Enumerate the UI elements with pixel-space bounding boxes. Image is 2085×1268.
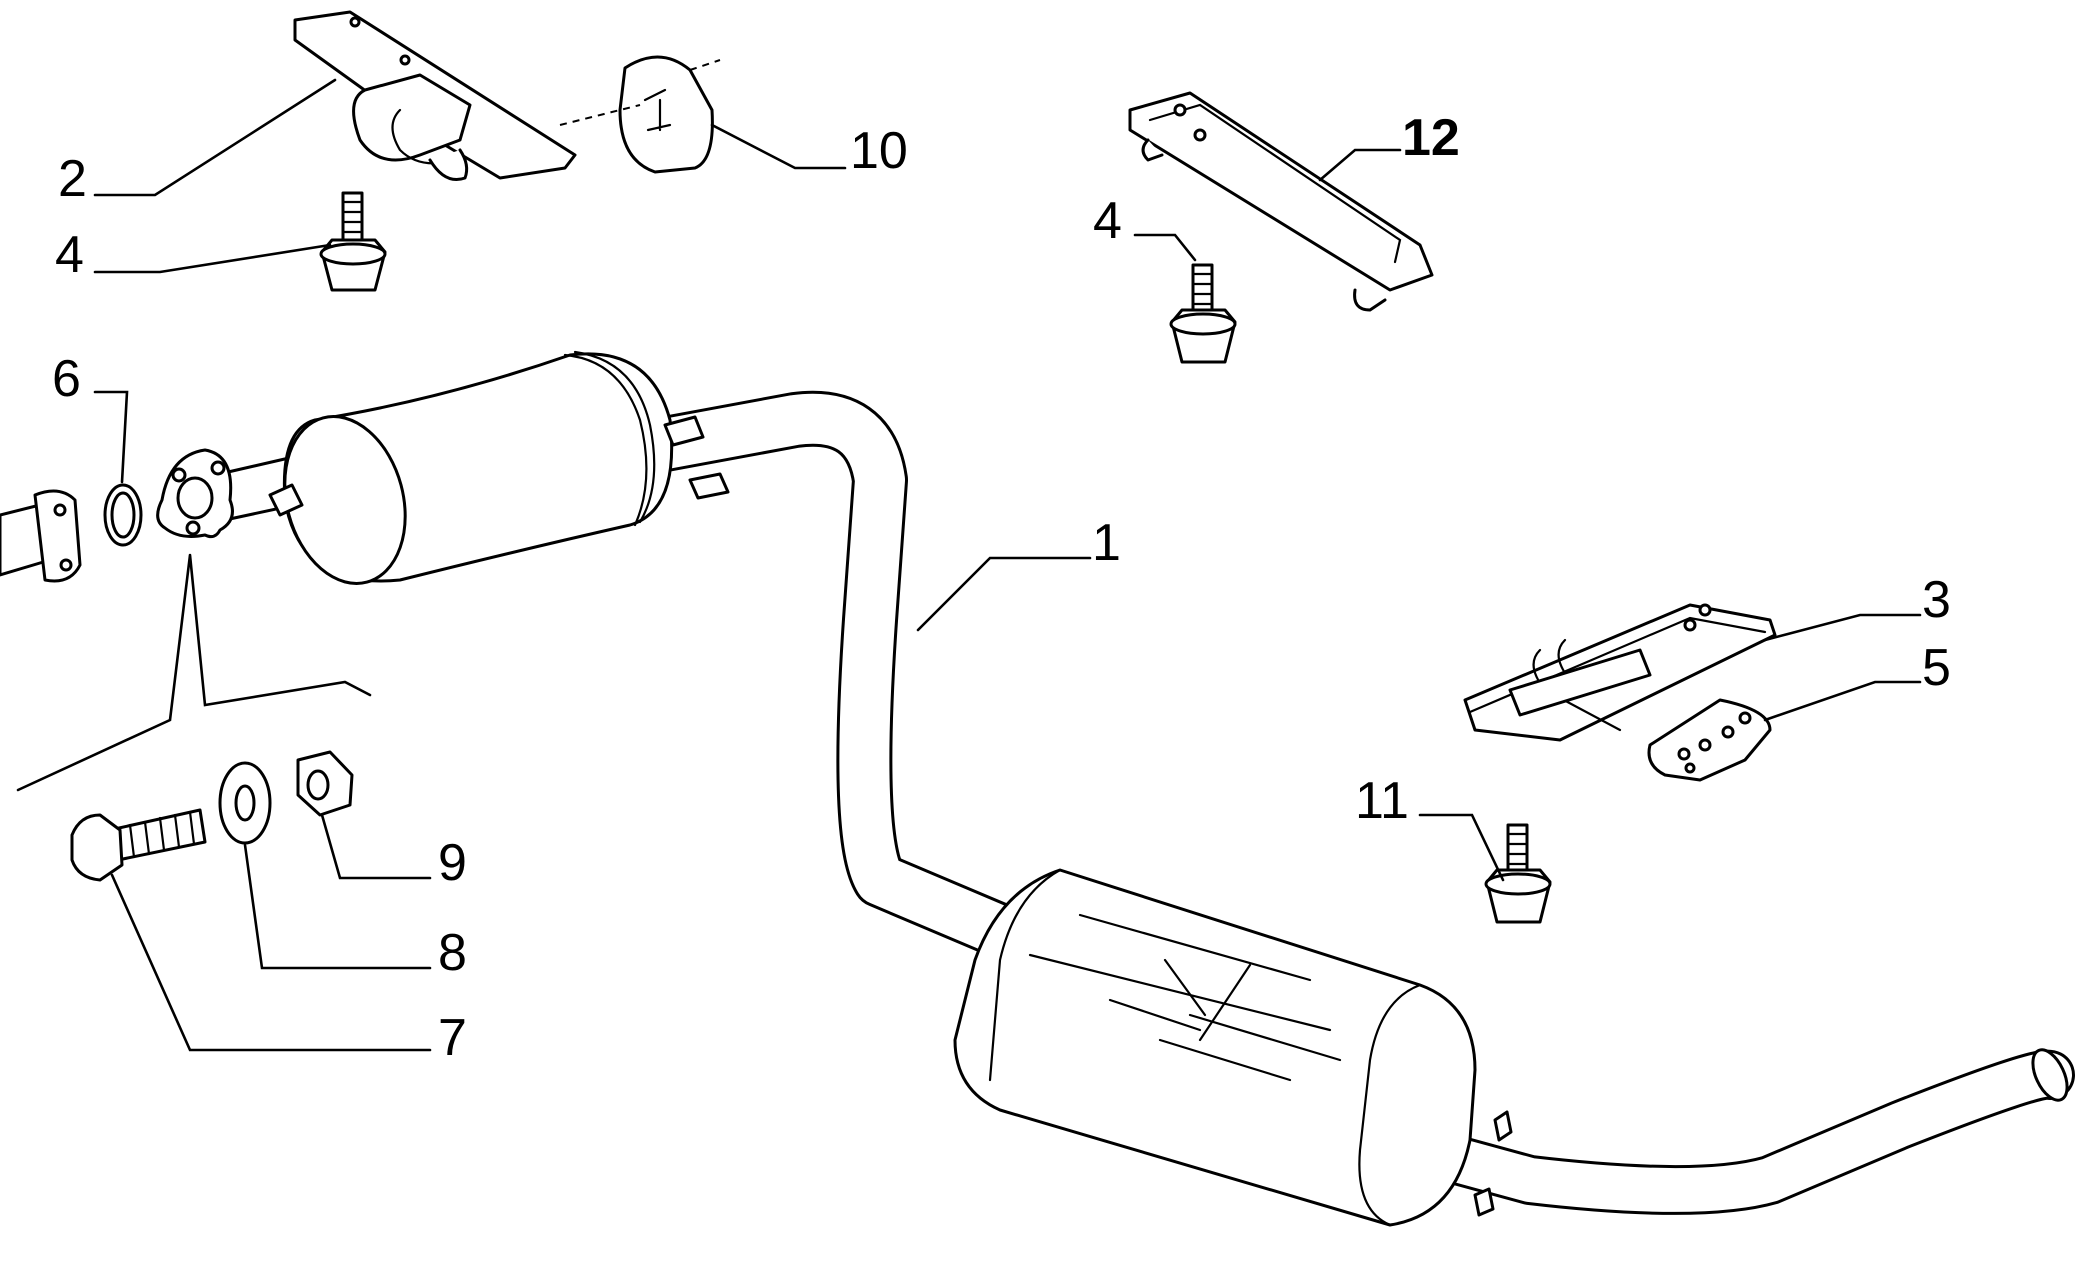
callout-6: 6 <box>52 350 81 408</box>
leader-2 <box>93 78 337 197</box>
callout-4-left: 4 <box>55 226 84 284</box>
bolt-4-right <box>1169 263 1237 364</box>
leader-4a <box>93 243 332 274</box>
callout-8: 8 <box>438 924 467 982</box>
callout-2: 2 <box>58 150 87 208</box>
detail-group-bracket <box>16 553 372 792</box>
callout-labels: 1 2 3 4 4 5 6 7 8 9 10 11 12 <box>52 109 1951 1067</box>
washer-8 <box>218 761 272 845</box>
front-hanger-bracket <box>293 10 577 181</box>
gasket-ring-6 <box>103 483 143 547</box>
leader-11 <box>1418 813 1505 882</box>
callout-12: 12 <box>1402 109 1460 167</box>
callout-10: 10 <box>850 122 908 180</box>
callout-leaders <box>93 78 1922 1052</box>
nut-9 <box>296 750 354 817</box>
leader-9 <box>320 813 432 880</box>
callout-5: 5 <box>1922 639 1951 697</box>
bolt-7 <box>70 808 207 882</box>
rear-silencer <box>953 868 1477 1227</box>
callout-11: 11 <box>1355 772 1409 830</box>
rubber-insulator-5 <box>1647 698 1772 782</box>
callout-1: 1 <box>1092 514 1121 572</box>
leader-4b <box>1133 233 1197 262</box>
leader-10 <box>710 123 847 170</box>
callout-3: 3 <box>1922 571 1951 629</box>
tail-pipe-end <box>2031 1048 2069 1102</box>
exhaust-pipe-assembly <box>156 350 2075 1227</box>
leader-8 <box>243 843 432 970</box>
leader-3 <box>1763 613 1922 642</box>
leader-1 <box>916 556 1092 632</box>
leader-5 <box>1763 680 1922 722</box>
callout-4-right: 4 <box>1093 192 1122 250</box>
heat-shield-12 <box>1128 91 1434 312</box>
rear-hanger-bracket-3 <box>1463 603 1777 742</box>
downpipe-stub <box>0 489 82 583</box>
bolt-11 <box>1484 823 1552 924</box>
leader-6 <box>93 390 129 484</box>
leader-7 <box>110 873 432 1052</box>
callout-9: 9 <box>438 834 467 892</box>
callout-7: 7 <box>438 1009 467 1067</box>
bolt-4-left <box>319 191 387 292</box>
leader-12 <box>1318 148 1402 182</box>
rubber-mount-10 <box>559 55 721 174</box>
